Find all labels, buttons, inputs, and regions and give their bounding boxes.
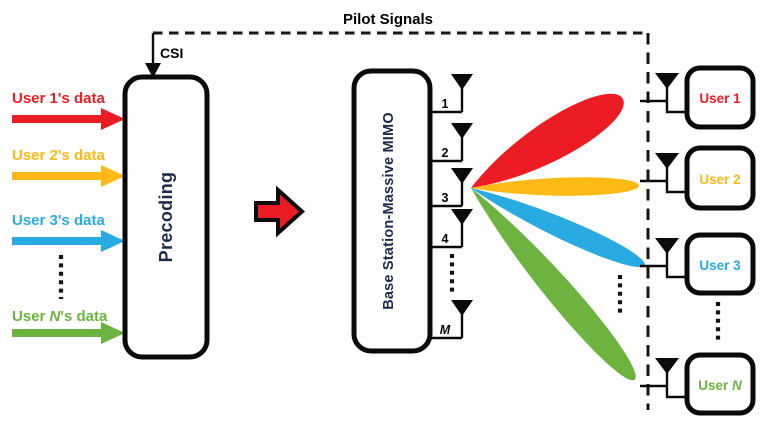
beam-user3 <box>471 188 645 268</box>
userN-box <box>684 352 756 416</box>
user3-label: User 3 <box>699 258 741 273</box>
user3-antenna-feed-line <box>665 252 688 279</box>
user2-antenna-feed-line <box>665 167 688 194</box>
bs-antenna-1-label: 1 <box>442 97 449 111</box>
user2-label: User 2 <box>699 172 740 187</box>
input-arrow-user1 <box>12 108 125 130</box>
csi-label: CSI <box>160 45 183 61</box>
userN-label-symbol: N <box>732 378 742 393</box>
bs-antenna-1-icon <box>451 74 473 90</box>
bs-antenna-m-feed-line <box>430 314 464 340</box>
input-label-userN: User N's data <box>12 308 108 325</box>
bs-antenna-3-icon <box>451 168 473 184</box>
input-label-userN-suffix: 's data <box>60 308 108 325</box>
bs-antenna-2-label: 2 <box>442 146 449 160</box>
input-arrow-user2 <box>12 165 125 187</box>
input-label-user1: User 1's data <box>12 90 105 107</box>
beam-user1 <box>471 93 624 188</box>
bs-antenna-1-feed-line <box>430 88 464 114</box>
user2-antenna-icon <box>655 153 679 169</box>
user1-terminal: User 1 <box>640 65 756 130</box>
bs-antenna-4-icon <box>451 209 473 225</box>
pilot-signals-label: Pilot Signals <box>343 11 433 28</box>
userN-terminal: User N <box>640 352 756 416</box>
bs-antenna-3: 3 <box>430 168 473 208</box>
user1-label: User 1 <box>699 91 741 106</box>
beam-user2 <box>471 177 639 196</box>
precoding-label: Precoding <box>156 172 176 263</box>
user1-antenna-icon <box>655 73 679 89</box>
bs-antenna-4: 4 <box>430 209 473 249</box>
userN-antenna-icon <box>655 358 679 374</box>
user3-antenna-icon <box>655 238 679 254</box>
user1-box <box>684 65 756 130</box>
bs-antenna-2-feed-line <box>430 137 464 163</box>
userN-antenna-feed-line <box>665 372 688 399</box>
csi-arrowhead-icon <box>145 63 161 78</box>
userN-label: User N <box>698 378 742 393</box>
bs-antenna-m-icon <box>451 300 473 316</box>
user1-antenna-feed-line <box>665 87 688 114</box>
user3-terminal: User 3 <box>640 232 756 296</box>
base-station-label: Base Station-Massive MIMO <box>381 112 397 310</box>
base-station-box <box>351 68 433 354</box>
bs-antenna-m: M <box>430 300 473 340</box>
beam-group <box>471 93 645 381</box>
user3-box <box>684 232 756 296</box>
userN-label-prefix: User <box>698 378 732 393</box>
input-arrow-user3 <box>12 230 125 252</box>
beam-userN <box>471 188 636 381</box>
input-label-user3: User 3's data <box>12 212 105 229</box>
bs-antenna-1: 1 <box>430 74 473 114</box>
input-arrow-userN <box>12 322 125 344</box>
bs-antenna-2-icon <box>451 123 473 139</box>
user2-terminal: User 2 <box>640 145 756 211</box>
input-label-userN-symbol: N <box>50 308 62 325</box>
bs-antenna-4-feed-line <box>430 223 464 249</box>
bs-antenna-4-label: 4 <box>442 232 449 246</box>
precoding-box <box>122 74 210 360</box>
input-label-user2: User 2's data <box>12 147 105 164</box>
right-block-arrow-icon <box>254 185 305 238</box>
bs-antenna-2: 2 <box>430 123 473 163</box>
user2-box <box>684 145 756 211</box>
bs-antenna-3-feed-line <box>430 182 464 208</box>
input-label-userN-prefix: User <box>12 308 50 325</box>
bs-antenna-m-label: M <box>440 323 451 337</box>
bs-antenna-3-label: 3 <box>442 191 449 205</box>
